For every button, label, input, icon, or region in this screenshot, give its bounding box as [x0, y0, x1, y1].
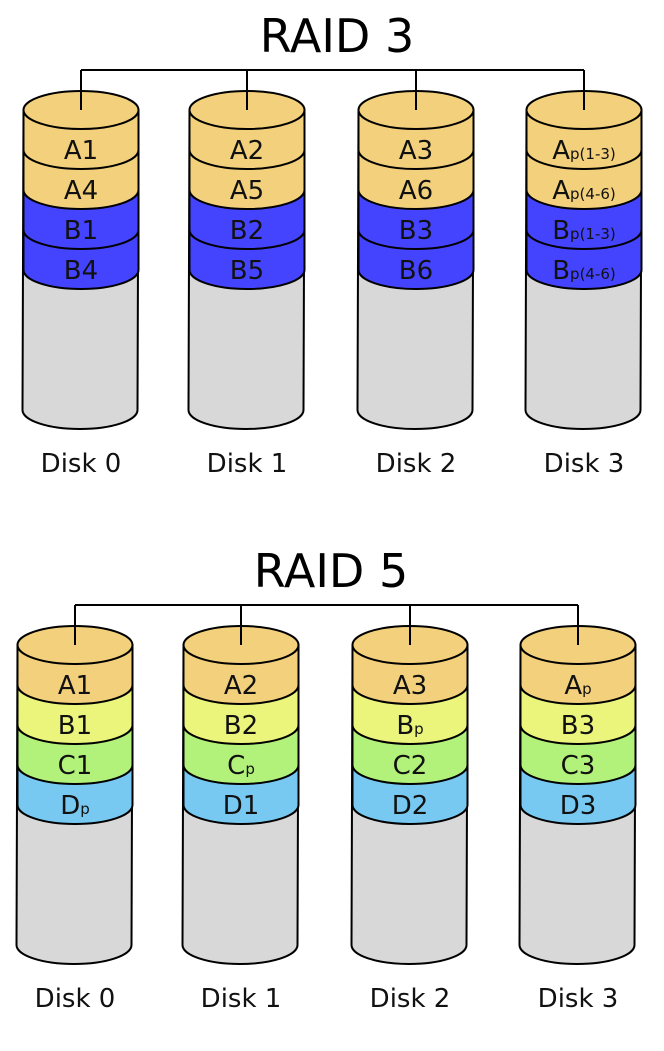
disk-label: Disk 0 [35, 984, 116, 1014]
disk-label: Disk 2 [370, 984, 451, 1014]
block-label: Bp(1-3) [552, 216, 616, 246]
block-label: B1 [58, 711, 92, 741]
block-label: Dp [60, 791, 90, 821]
block-label: B2 [224, 711, 258, 741]
block-label: A2 [230, 136, 264, 166]
disk-label: Disk 2 [376, 449, 457, 479]
block-label: Bp [396, 711, 423, 741]
disk-label: Disk 3 [538, 984, 619, 1014]
block-label: A1 [58, 671, 92, 701]
block-label: A3 [399, 136, 433, 166]
disk-label: Disk 1 [207, 449, 288, 479]
block-label: C1 [58, 751, 93, 781]
block-label: B2 [230, 216, 264, 246]
block-label: B4 [64, 256, 98, 286]
block-label: D1 [223, 791, 260, 821]
block-label: C3 [561, 751, 596, 781]
block-label: B1 [64, 216, 98, 246]
disk-3: Ap(1-3) Ap(4-6) Bp(1-3) Bp(4-6) Disk 3 [524, 70, 643, 479]
block-label: D3 [560, 791, 597, 821]
block-label: Bp(4-6) [552, 256, 616, 286]
block-label: A4 [64, 176, 98, 206]
block-label: Ap(1-3) [552, 136, 616, 166]
block-label: Ap [564, 671, 591, 701]
disk-label: Disk 3 [544, 449, 625, 479]
array-title: RAID 5 [254, 544, 408, 598]
block-label: D2 [392, 791, 429, 821]
block-label: A5 [230, 176, 264, 206]
block-label: B6 [399, 256, 433, 286]
block-label: B3 [399, 216, 433, 246]
block-label: A2 [224, 671, 258, 701]
block-label: A3 [393, 671, 427, 701]
block-label: Cp [227, 751, 255, 781]
block-label: A1 [64, 136, 98, 166]
block-label: B5 [230, 256, 264, 286]
array-title: RAID 3 [260, 9, 414, 63]
block-label: B3 [561, 711, 595, 741]
block-label: C2 [393, 751, 428, 781]
disk-label: Disk 0 [41, 449, 122, 479]
block-label: Ap(4-6) [552, 176, 616, 206]
block-label: A6 [399, 176, 433, 206]
disk-label: Disk 1 [201, 984, 282, 1014]
